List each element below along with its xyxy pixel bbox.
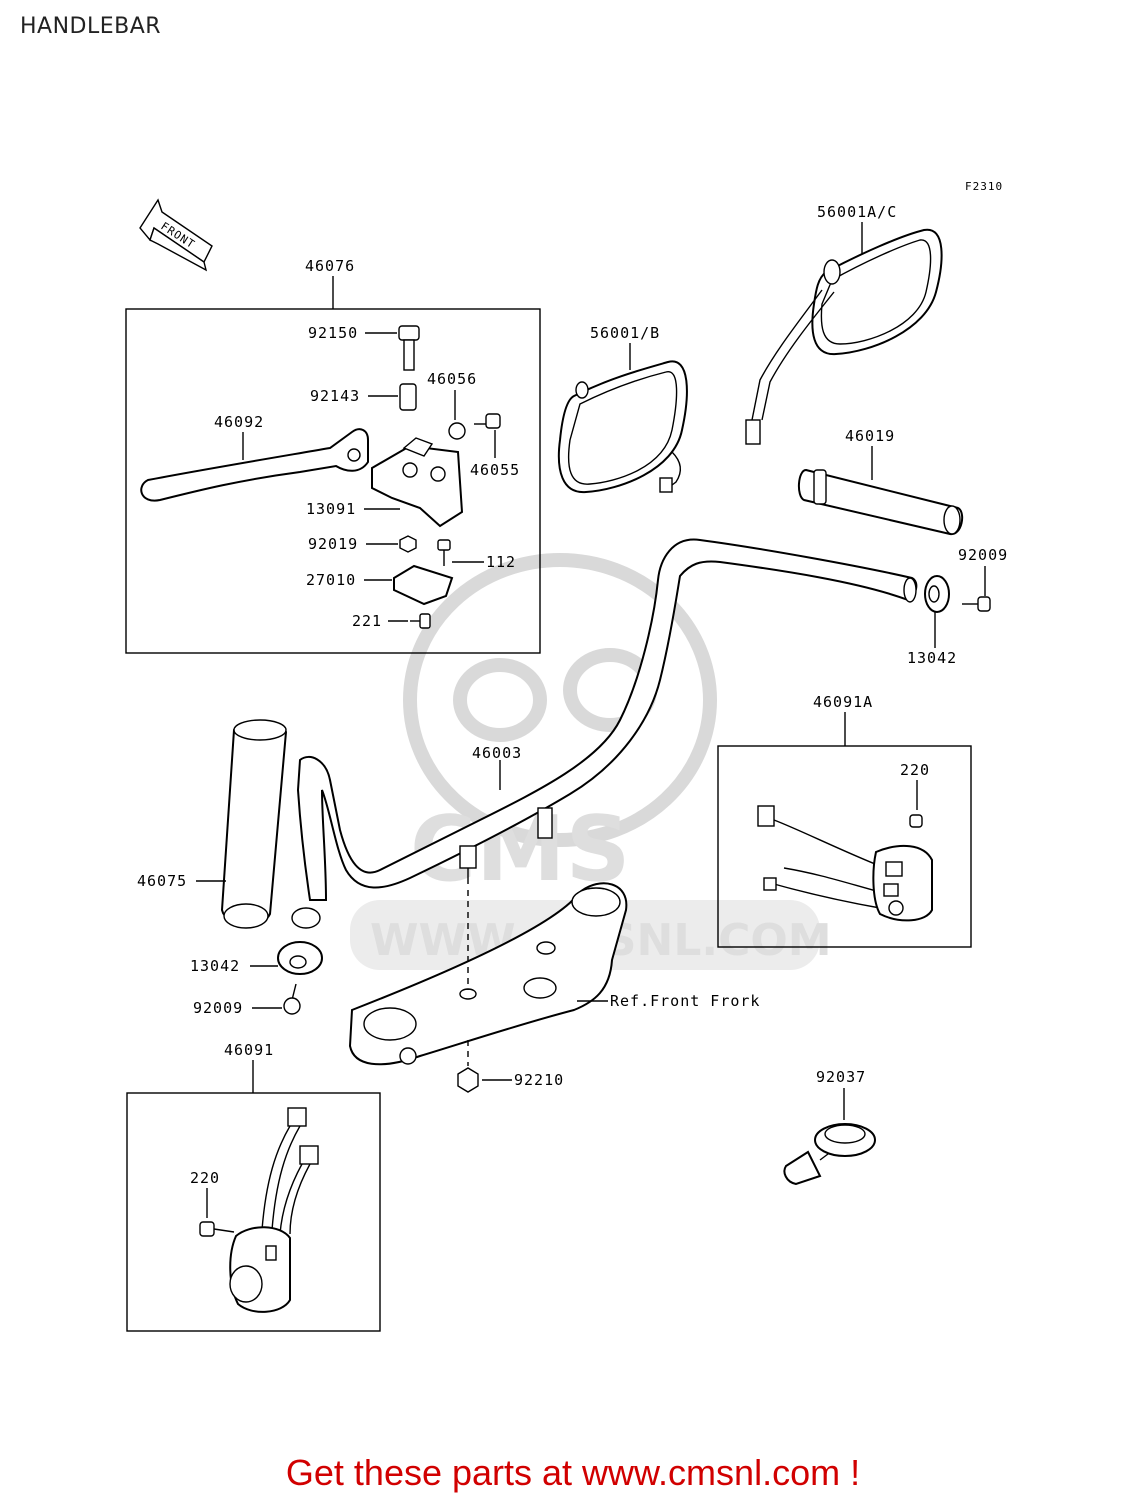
callout-46076: 46076 — [305, 257, 355, 275]
callout-92210: 92210 — [514, 1071, 564, 1089]
callout-220-right: 220 — [900, 761, 930, 779]
callout-27010: 27010 — [306, 571, 356, 589]
callout-46003: 46003 — [472, 744, 522, 762]
callout-92009-left: 92009 — [193, 999, 243, 1017]
callout-46019: 46019 — [845, 427, 895, 445]
callout-92019: 92019 — [308, 535, 358, 553]
footer-promo-text: Get these parts at www.cmsnl.com ! — [285, 1452, 861, 1493]
nut-46056-icon — [448, 422, 466, 440]
callout-46055: 46055 — [470, 461, 520, 479]
callout-92037: 92037 — [816, 1068, 866, 1086]
screw-221-icon — [410, 613, 431, 629]
callout-221: 221 — [352, 612, 382, 630]
parts-diagram: CMS WWW.CMSNL.COM F2310 FRONT 46076 9215… — [125, 180, 1008, 1332]
collar-92143-icon — [399, 383, 417, 411]
handlebar-46003-icon — [291, 538, 918, 929]
grommet-13042-right-icon — [924, 575, 950, 613]
callout-92143: 92143 — [310, 387, 360, 405]
switch-housing-right-icon — [757, 805, 933, 922]
ref-front-fork-label: Ref.Front Frork — [610, 992, 760, 1010]
callout-92150: 92150 — [308, 324, 358, 342]
front-arrow-icon: FRONT — [139, 198, 213, 272]
bolt-92150-icon — [398, 325, 420, 371]
nut-92019-icon — [399, 535, 417, 553]
callout-220-left: 220 — [190, 1169, 220, 1187]
grip-46075-icon — [220, 719, 288, 929]
nut-92210-icon — [457, 1067, 479, 1093]
callout-46092: 46092 — [214, 413, 264, 431]
lever-46092-icon — [140, 428, 369, 502]
screw-92009-right-icon — [962, 596, 991, 612]
page-title: HANDLEBAR — [20, 14, 162, 39]
mirror-56001b-icon — [557, 360, 688, 494]
screw-220-right-icon — [909, 814, 923, 828]
switch-27010-icon — [393, 564, 454, 606]
callout-13091: 13091 — [306, 500, 356, 518]
callout-46075: 46075 — [137, 872, 187, 890]
callout-13042-right: 13042 — [907, 649, 957, 667]
callout-112: 112 — [486, 553, 516, 571]
clamp-92037-icon — [783, 1123, 876, 1186]
callout-46091a: 46091A — [813, 693, 873, 711]
screw-92009-left-icon — [283, 983, 301, 1015]
callout-92009-right: 92009 — [958, 546, 1008, 564]
callout-46056: 46056 — [427, 370, 477, 388]
callout-46091: 46091 — [224, 1041, 274, 1059]
callout-56001b: 56001/B — [590, 324, 660, 342]
callout-56001ac: 56001A/C — [817, 203, 897, 221]
screw-112-icon — [437, 539, 451, 566]
bracket-13091-icon — [371, 444, 464, 528]
top-bracket-icon — [348, 882, 628, 1066]
screw-220-left-icon — [199, 1221, 235, 1237]
mirror-56001ac-icon — [745, 228, 943, 445]
grommet-13042-left-icon — [277, 941, 323, 975]
screw-46055-icon — [474, 413, 501, 429]
switch-housing-left-icon — [229, 1107, 319, 1313]
figure-code: F2310 — [965, 180, 1003, 193]
grip-46019-icon — [798, 468, 964, 536]
callout-13042-left: 13042 — [190, 957, 240, 975]
